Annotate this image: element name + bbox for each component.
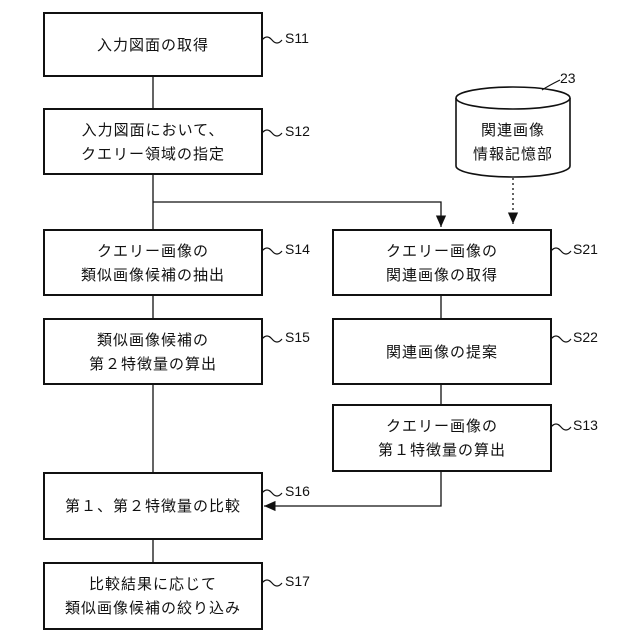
step-s13-id: S13: [573, 417, 598, 433]
step-s17-label: 比較結果に応じて 類似画像候補の絞り込み: [65, 572, 241, 620]
storage-ref: 23: [560, 70, 576, 86]
connector-branch-s21: [153, 202, 441, 227]
step-s21-id: S21: [573, 241, 598, 257]
step-s17-id: S17: [285, 573, 310, 589]
step-s11-id: S11: [285, 30, 309, 46]
step-s11-box: 入力図面の取得: [43, 12, 263, 77]
step-s13-label: クエリー画像の 第１特徴量の算出: [378, 414, 506, 462]
step-s15-id: S15: [285, 329, 310, 345]
step-s13-box: クエリー画像の 第１特徴量の算出: [332, 404, 552, 472]
step-s17-box: 比較結果に応じて 類似画像候補の絞り込み: [43, 562, 263, 630]
storage-label: 関連画像 情報記憶部: [456, 118, 570, 166]
step-s16-label: 第１、第２特徴量の比較: [65, 494, 241, 518]
step-s21-box: クエリー画像の 関連画像の取得: [332, 229, 552, 296]
ref-23-leader: [542, 80, 560, 90]
s17-leader: [262, 580, 282, 586]
step-s22-label: 関連画像の提案: [386, 340, 498, 364]
step-s11-label: 入力図面の取得: [97, 33, 209, 57]
step-s22-box: 関連画像の提案: [332, 318, 552, 385]
step-s14-box: クエリー画像の 類似画像候補の抽出: [43, 229, 263, 296]
s22-leader: [551, 336, 571, 342]
step-s16-id: S16: [285, 483, 310, 499]
s15-leader: [262, 336, 282, 342]
step-s14-id: S14: [285, 241, 310, 257]
s21-leader: [551, 248, 571, 254]
step-s21-label: クエリー画像の 関連画像の取得: [386, 239, 498, 287]
step-s15-box: 類似画像候補の 第２特徴量の算出: [43, 318, 263, 385]
step-s12-label: 入力図面において、 クエリー領域の指定: [81, 118, 225, 166]
s11-leader: [262, 37, 282, 43]
step-s12-box: 入力図面において、 クエリー領域の指定: [43, 108, 263, 175]
step-s16-box: 第１、第２特徴量の比較: [43, 472, 263, 540]
step-s14-label: クエリー画像の 類似画像候補の抽出: [81, 239, 225, 287]
step-s22-id: S22: [573, 329, 598, 345]
step-s12-id: S12: [285, 123, 310, 139]
s12-leader: [262, 130, 282, 136]
s16-leader: [262, 490, 282, 496]
s13-leader: [551, 424, 571, 430]
step-s15-label: 類似画像候補の 第２特徴量の算出: [89, 328, 217, 376]
s14-leader: [262, 248, 282, 254]
